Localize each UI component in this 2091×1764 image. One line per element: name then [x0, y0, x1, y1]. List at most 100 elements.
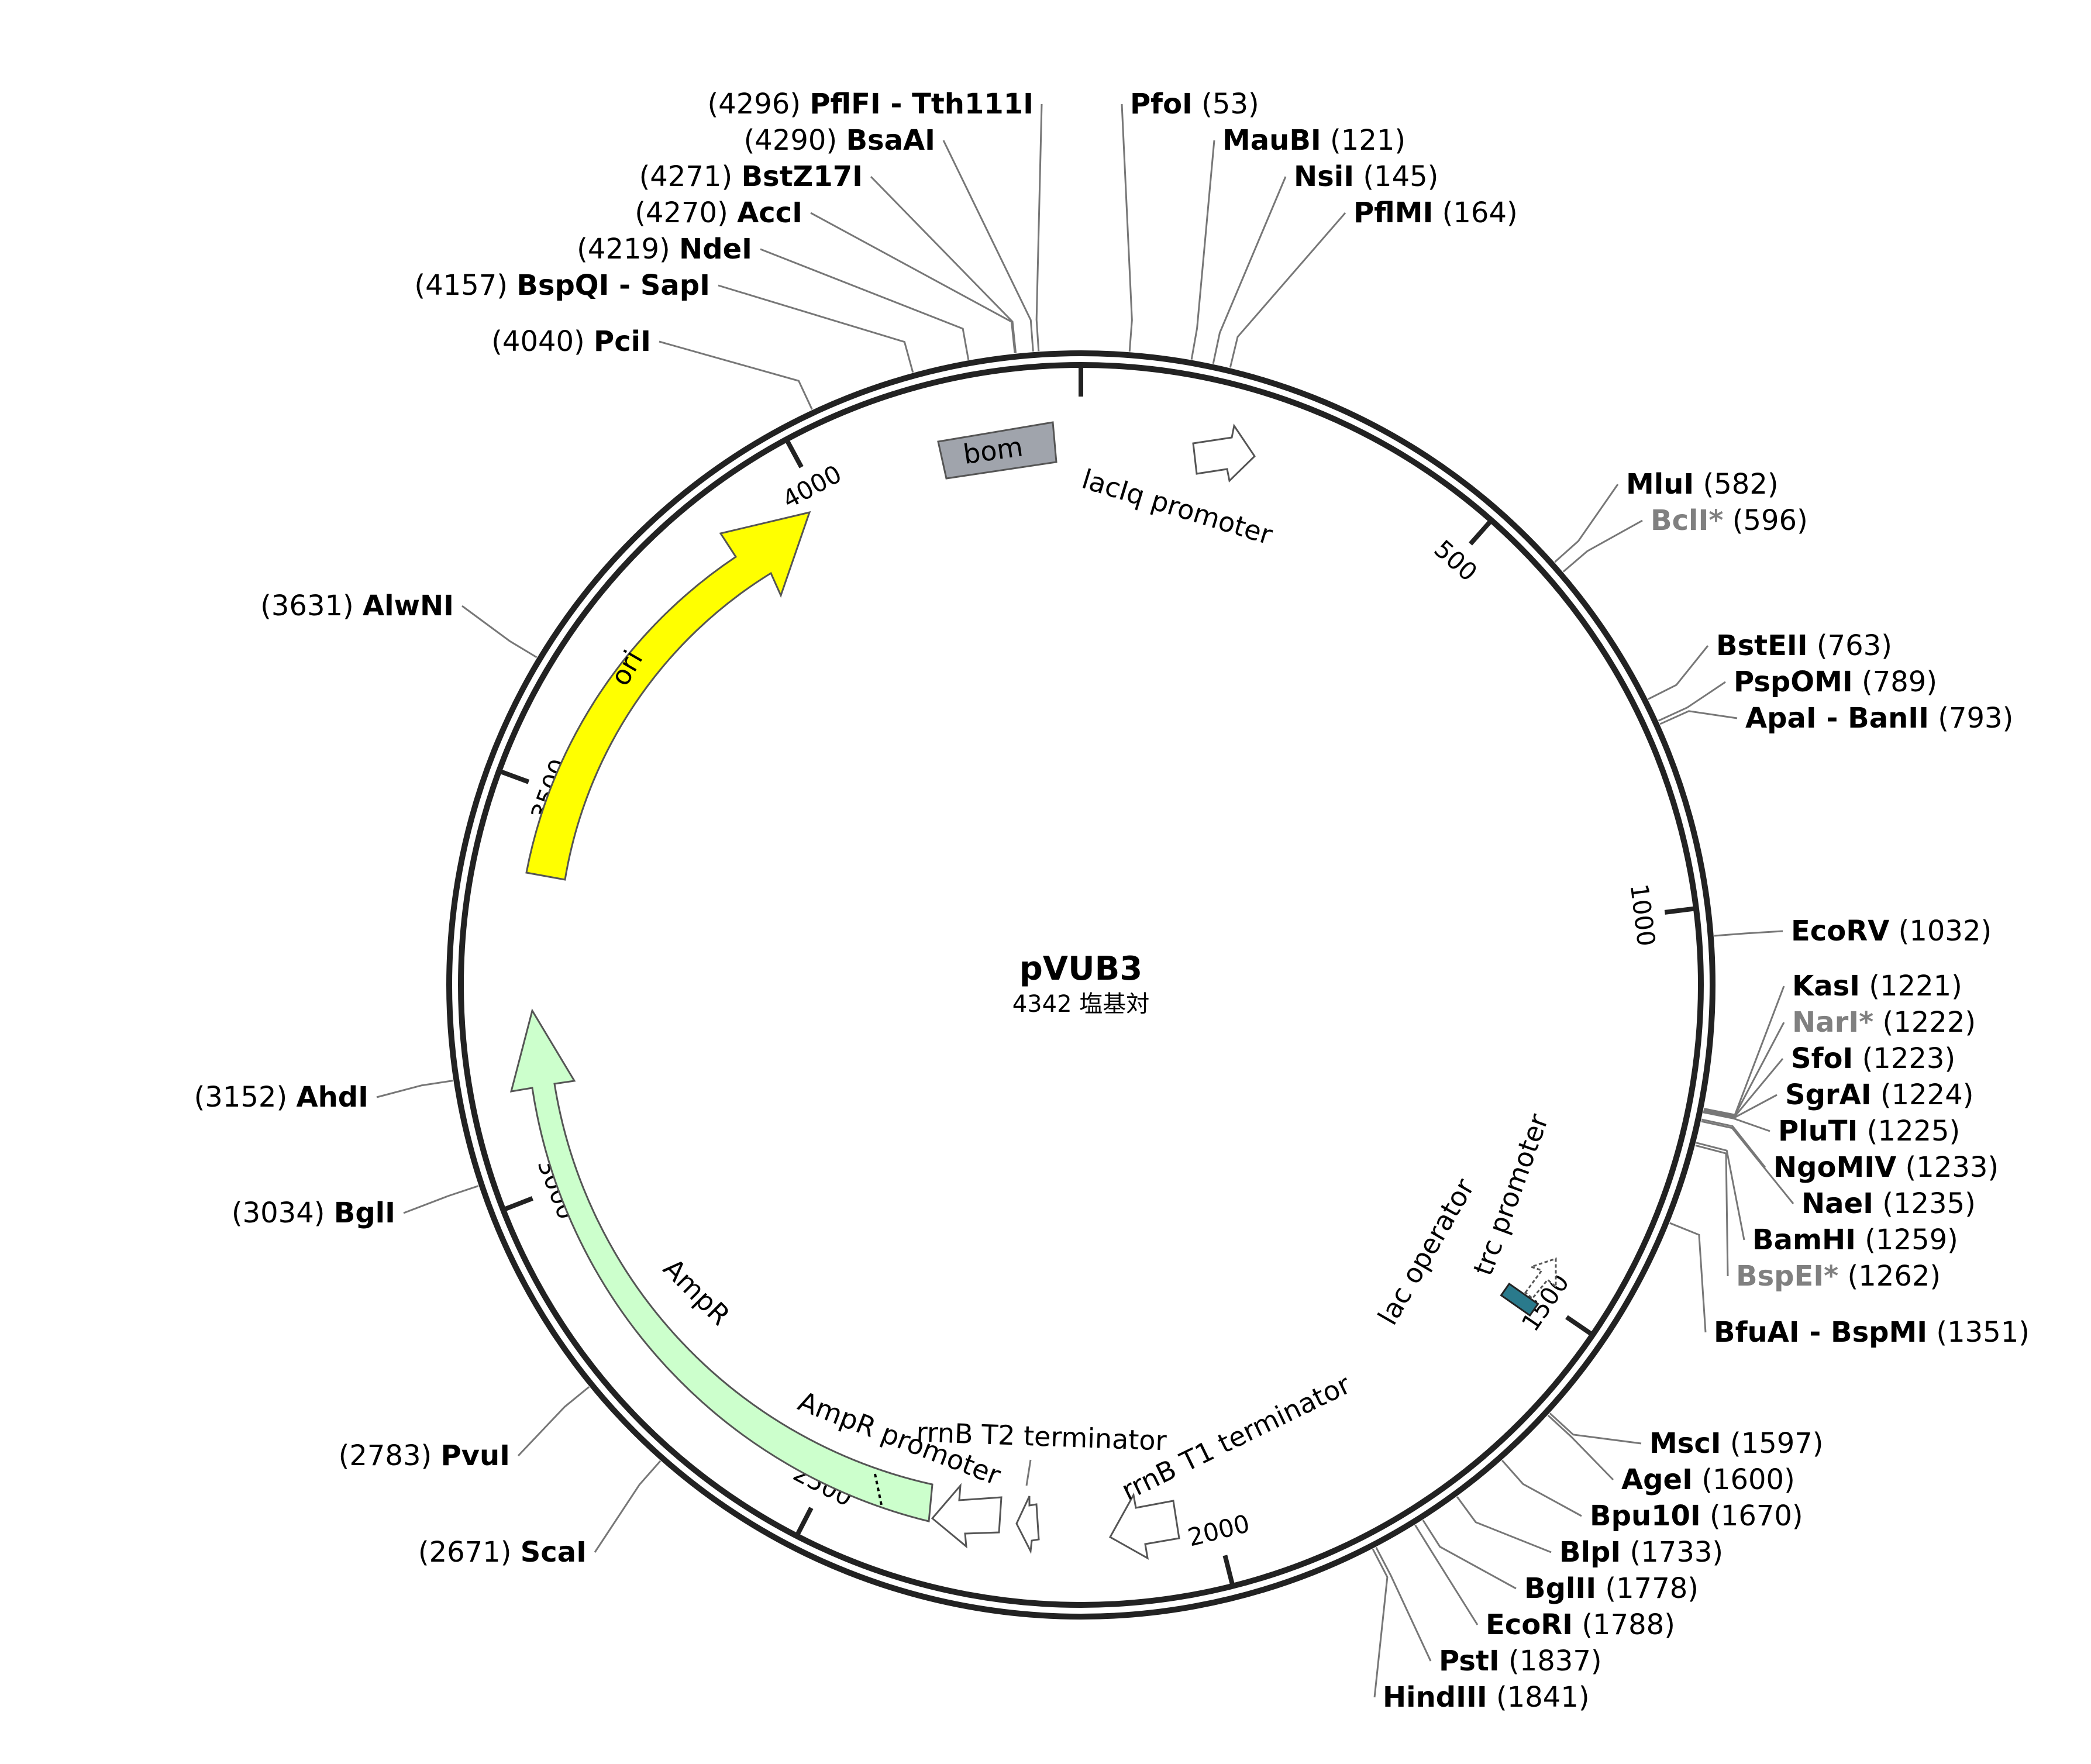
site-leader-line [1422, 1520, 1517, 1590]
site-pos: (1262) [1848, 1260, 1941, 1293]
site-leader-line [1703, 1058, 1784, 1118]
spacer [325, 1197, 333, 1229]
site-label-pluti: PluTI (1225) [1778, 1115, 1960, 1148]
site-label-sfoi: SfoI (1223) [1791, 1042, 1955, 1075]
feature-label-trc-promoter: trc promoter [1467, 1110, 1555, 1279]
site-leader-line [810, 212, 1016, 354]
site-name: ScaI [521, 1536, 587, 1569]
spacer [1889, 915, 1898, 948]
site-name: AhdI [296, 1081, 368, 1114]
features: bom lacIq promoter ori AmpR AmpR promote… [509, 421, 1557, 1560]
site-label-maubi: MauBI (121) [1222, 124, 1406, 157]
site-separator: - [1800, 1316, 1831, 1349]
site-pos: (789) [1862, 666, 1937, 698]
spacer [1723, 504, 1732, 537]
site-leader-line [1372, 1548, 1389, 1698]
site-separator: - [609, 269, 640, 302]
site-pos: (4290) [744, 124, 838, 157]
site-pos: (1222) [1882, 1006, 1976, 1039]
site-name: BspQI [516, 269, 609, 302]
site-leader-line [1659, 710, 1738, 725]
site-label-hindiii: HindIII (1841) [1383, 1681, 1590, 1714]
map-size: 4342 塩基対 [1012, 991, 1150, 1018]
site-label-nsii: NsiI (145) [1294, 160, 1438, 193]
site-label-pfoi: PfoI (53) [1130, 88, 1259, 120]
spacer [801, 88, 809, 120]
site-pos: (1223) [1862, 1042, 1956, 1075]
site-label-pcii: (4040) PciI [491, 325, 651, 358]
site-label-bsteii: BstEII (763) [1716, 629, 1892, 662]
site-pos: (1597) [1730, 1427, 1824, 1460]
site-leader-line [718, 284, 914, 373]
feature-label-lac-operator: lac operator [1372, 1173, 1480, 1330]
spacer [1929, 702, 1938, 735]
site-name-2: SapI [640, 269, 710, 302]
site-leader-line [376, 1080, 453, 1098]
site-leader-line [1547, 1414, 1614, 1481]
site-label-apai-banii: ApaI - BanII (793) [1745, 702, 2013, 735]
feature-bom [937, 421, 1057, 480]
feature-rrnb-t1-terminator-arrow [1108, 1492, 1180, 1560]
site-pos: (4157) [414, 269, 508, 302]
spacer [1596, 1572, 1605, 1605]
site-label-agei: AgeI (1600) [1621, 1463, 1795, 1496]
site-labels: (4296) PflFI - Tth111I (4290) BsaAI (427… [194, 88, 2030, 1714]
spacer [732, 160, 741, 193]
site-pos: (4040) [491, 325, 585, 358]
site-label-bstz17i: (4271) BstZ17I [639, 160, 863, 193]
site-leader-line [942, 140, 1034, 352]
tick-mark [794, 1507, 814, 1537]
site-name: BsaAI [846, 124, 935, 157]
spacer [1853, 666, 1862, 698]
site-label-ecorv: EcoRV (1032) [1791, 915, 1992, 948]
spacer [1896, 1151, 1905, 1184]
site-name: MauBI [1222, 124, 1321, 157]
rrnb-t2-leader [1025, 1459, 1032, 1486]
spacer [1721, 1427, 1730, 1460]
tick-mark [1664, 906, 1697, 915]
site-name: BlpI [1559, 1536, 1621, 1569]
site-name: PspOMI [1734, 666, 1853, 698]
site-pos: (3034) [232, 1197, 325, 1229]
site-name: SfoI [1791, 1042, 1853, 1075]
site-leader-line [1669, 1222, 1707, 1333]
tick-mark [1469, 518, 1493, 546]
spacer [1573, 1608, 1582, 1641]
tick-mark [498, 769, 530, 784]
site-label-bgli: (3034) BglI [232, 1197, 395, 1229]
site-pos: (1235) [1882, 1187, 1976, 1220]
site-leader-line [1549, 1412, 1642, 1445]
spacer [1873, 1187, 1882, 1220]
spacer [511, 1536, 520, 1569]
site-label-bglii: BglII (1778) [1524, 1572, 1699, 1605]
site-name: HindIII [1383, 1681, 1487, 1714]
spacer [1873, 1006, 1882, 1039]
ampr-promoter-boundary [874, 1473, 883, 1508]
site-label-ndei: (4219) NdeI [577, 233, 752, 266]
site-name: PluTI [1778, 1115, 1858, 1148]
site-pos: (4270) [635, 197, 728, 229]
site-name: SgrAI [1785, 1079, 1872, 1111]
site-leader-line [1648, 645, 1709, 700]
site-pos: (4271) [639, 160, 733, 193]
site-label-ngomiv: NgoMIV (1233) [1773, 1151, 1999, 1184]
site-pos: (3631) [260, 590, 354, 622]
site-label-bpu10i: Bpu10I (1670) [1590, 1500, 1803, 1532]
site-pos: (2671) [418, 1536, 512, 1569]
site-name: BstZ17I [741, 160, 863, 193]
site-name: PflMI [1353, 197, 1433, 229]
site-name: PfoI [1130, 88, 1193, 120]
site-leader-line [1375, 1546, 1432, 1662]
site-label-sgrai: SgrAI (1224) [1785, 1079, 1973, 1111]
site-name: PflFI [809, 88, 880, 120]
spacer [1872, 1079, 1880, 1111]
spacer [508, 269, 516, 302]
site-name: KasI [1792, 970, 1860, 1002]
site-pos: (1032) [1899, 915, 1992, 948]
site-name: PvuI [441, 1439, 511, 1472]
site-leader-line [1456, 1496, 1552, 1553]
site-label-nari: NarI* (1222) [1792, 1006, 1976, 1039]
tick-label: 1000 [1625, 882, 1661, 948]
spacer [728, 197, 737, 229]
feature-ampr-promoter-arrow [931, 1483, 1003, 1549]
